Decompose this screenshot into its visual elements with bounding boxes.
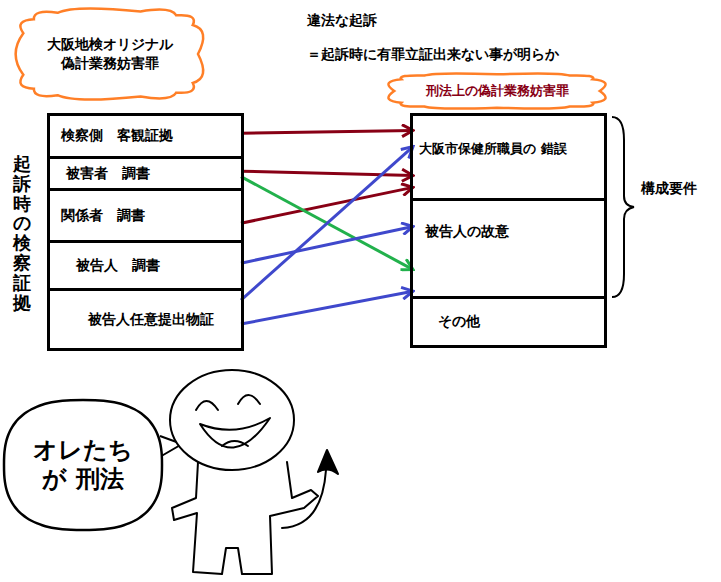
outline [4,400,162,530]
arrow-connector [241,147,413,301]
requirement-box: その他 [413,299,604,345]
node-text: 被告人任意提出物証 [88,311,214,329]
arrow-connector [241,171,413,175]
requirement-box: 大阪市保健所職員の 錯誤 [413,116,604,201]
note-text: 違法な起訴 [307,12,377,30]
requirement-group-box: 構成要件大阪市保健所職員の 錯誤被告人の故意その他 [410,113,607,348]
node-text: 関係者 調書 [61,207,145,225]
evidence-group-box: 起訴時の検察証拠検察側 客観証拠被害者 調書関係者 調書被告人 調書被告人任意提… [47,113,244,351]
node-text: 刑法上の偽計業務妨害罪 [426,82,569,100]
group-heading: 構成要件 [641,180,697,198]
node-text: 被告人 調書 [76,257,160,275]
note-text: ＝起訴時に有罪立証出来ない事が明らか [307,46,559,64]
evidence-box: 関係者 調書 [50,191,241,243]
node-text: 大阪市保健所職員の 錯誤 [419,132,569,166]
node-text: 被告人の故意 [425,223,509,241]
outline [16,8,204,99]
node-text: オレたち が 刑法 [28,436,138,494]
node-text: 被害者 調書 [66,165,150,183]
cloud-node: 刑法上の偽計業務妨害罪 [383,70,611,112]
arrow-connector [241,130,413,133]
arrow-connector [241,226,413,263]
outline [388,73,605,108]
bracket [612,117,634,297]
node-text: 大阪地検オリジナル 偽計業務妨害罪 [40,35,180,73]
node-text: 検察側 客観証拠 [61,127,173,145]
evidence-box: 被害者 調書 [50,159,241,191]
evidence-box: 被告人 調書 [50,243,241,291]
cloud-outline [12,5,208,103]
group-heading: 起訴時の検察証拠 [13,154,31,312]
speech-bubble: オレたち が 刑法 [2,398,164,532]
arrow-connector [241,187,413,223]
cloud-node: 大阪地検オリジナル 偽計業務妨害罪 [12,5,208,103]
devil-figure [170,370,338,574]
requirement-box: 被告人の故意 [413,201,604,299]
arrow-connector [241,291,413,324]
node-text: その他 [438,313,480,331]
evidence-box: 被告人任意提出物証 [50,291,241,348]
evidence-box: 検察側 客観証拠 [50,116,241,159]
